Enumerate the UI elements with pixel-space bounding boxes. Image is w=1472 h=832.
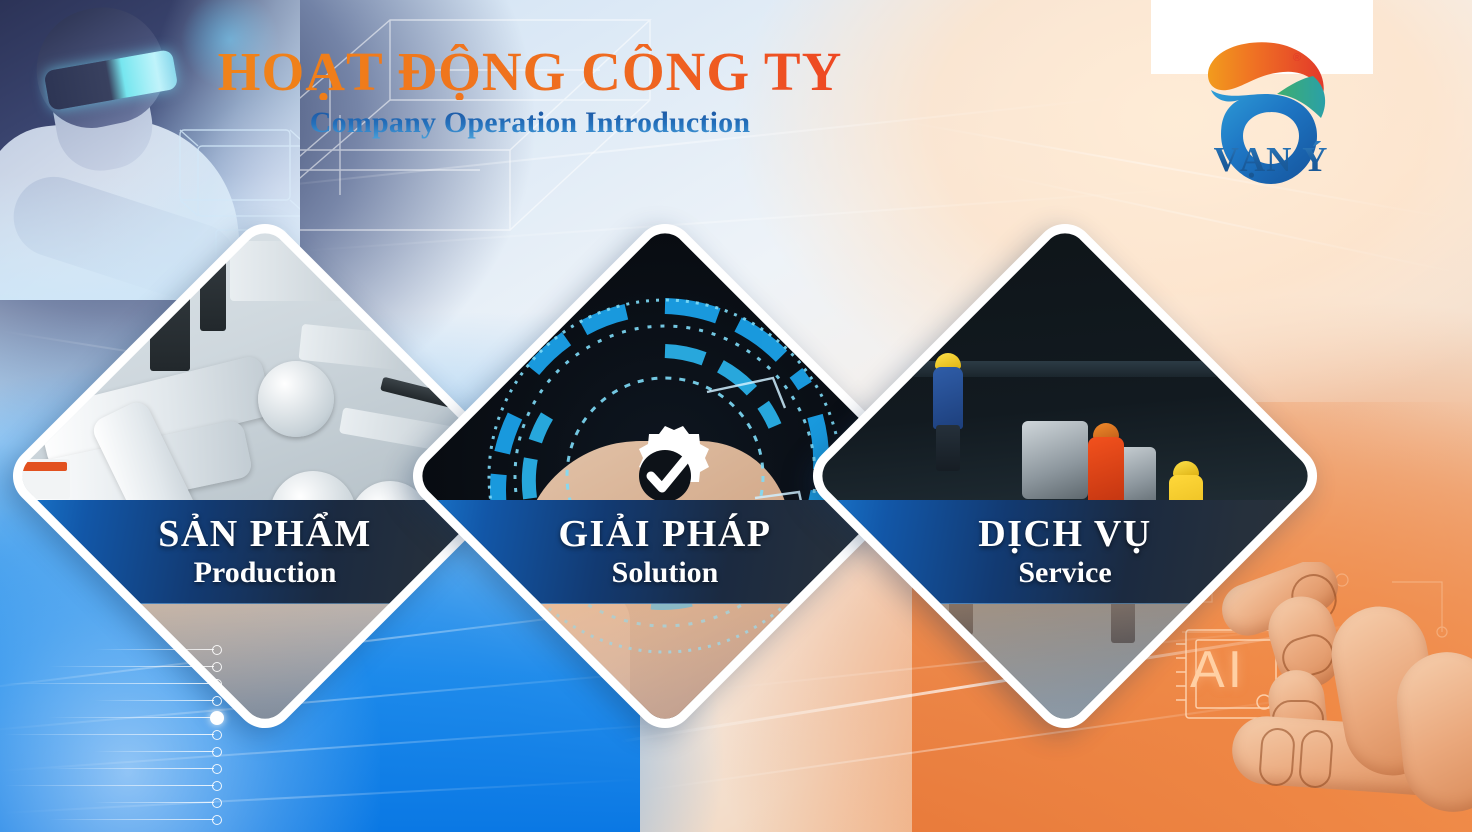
card-production-title-vi: SẢN PHẨM bbox=[158, 513, 372, 556]
worker-figure bbox=[928, 353, 968, 473]
registered-mark: ® bbox=[1293, 52, 1302, 64]
timeline-line bbox=[4, 683, 214, 684]
gear-check-icon bbox=[639, 426, 709, 502]
timeline-dot-row[interactable] bbox=[4, 679, 256, 689]
card-production-title-en: Production bbox=[193, 556, 337, 590]
timeline-dot-row[interactable] bbox=[4, 781, 256, 791]
timeline-line bbox=[49, 819, 214, 820]
brand-name: VẠN Ý bbox=[1186, 140, 1356, 180]
page-title: HOẠT ĐỘNG CÔNG TY bbox=[0, 43, 1060, 100]
card-service-title-vi: DỊCH VỤ bbox=[978, 513, 1152, 556]
card-solution-title-en: Solution bbox=[611, 556, 719, 590]
timeline-dot[interactable] bbox=[212, 815, 222, 825]
timeline-dot[interactable] bbox=[212, 781, 222, 791]
timeline-line bbox=[94, 751, 214, 752]
timeline-line bbox=[49, 666, 214, 667]
van-y-logo-icon[interactable] bbox=[1191, 32, 1351, 202]
timeline-indicator[interactable] bbox=[4, 645, 256, 832]
timeline-line bbox=[94, 649, 214, 650]
timeline-line bbox=[49, 768, 214, 769]
timeline-dot[interactable] bbox=[212, 730, 222, 740]
timeline-dot-row[interactable] bbox=[94, 645, 256, 655]
timeline-dot-row[interactable] bbox=[49, 711, 256, 725]
timeline-dot-row[interactable] bbox=[49, 815, 256, 825]
timeline-line bbox=[94, 700, 214, 701]
title-block: HOẠT ĐỘNG CÔNG TY Company Operation Intr… bbox=[0, 43, 1060, 140]
timeline-dot[interactable] bbox=[212, 645, 222, 655]
timeline-dot[interactable] bbox=[212, 696, 222, 706]
timeline-dot-row[interactable] bbox=[49, 764, 256, 774]
timeline-dot-row[interactable] bbox=[94, 798, 256, 808]
card-solution-title-vi: GIẢI PHÁP bbox=[558, 513, 772, 556]
timeline-line bbox=[49, 717, 214, 718]
timeline-line bbox=[94, 802, 214, 803]
timeline-line bbox=[4, 734, 214, 735]
timeline-dot[interactable] bbox=[212, 747, 222, 757]
timeline-dot[interactable] bbox=[212, 679, 222, 689]
timeline-dot-active[interactable] bbox=[210, 711, 224, 725]
timeline-line bbox=[4, 785, 214, 786]
timeline-dot[interactable] bbox=[212, 798, 222, 808]
timeline-dot[interactable] bbox=[212, 662, 222, 672]
page-subtitle: Company Operation Introduction bbox=[0, 106, 1060, 140]
timeline-dot-row[interactable] bbox=[94, 747, 256, 757]
card-solution[interactable]: GIẢI PHÁP Solution bbox=[400, 211, 930, 741]
timeline-dot-row[interactable] bbox=[94, 696, 256, 706]
card-service-title-en: Service bbox=[1018, 556, 1112, 590]
timeline-dot-row[interactable] bbox=[49, 662, 256, 672]
ai-label: AI bbox=[1190, 641, 1246, 699]
timeline-dot[interactable] bbox=[212, 764, 222, 774]
timeline-dot-row[interactable] bbox=[4, 730, 256, 740]
